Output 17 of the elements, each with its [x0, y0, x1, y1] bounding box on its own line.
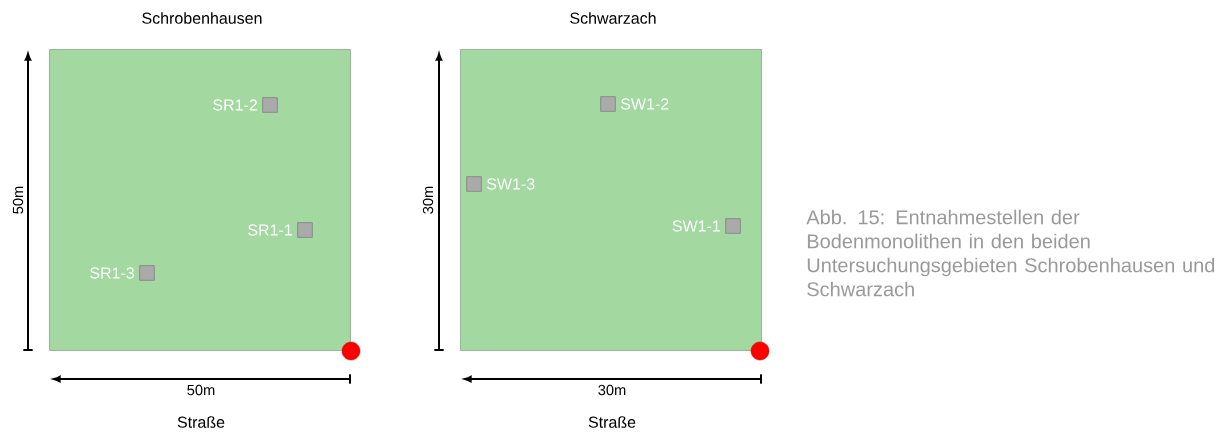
- marker-dot: [750, 341, 770, 361]
- sample-label: SR1-3: [90, 267, 135, 279]
- sample-label: SW1-3: [487, 178, 535, 190]
- sample-label: SR1-1: [248, 224, 292, 236]
- field-heading: Schrobenhausen: [142, 12, 262, 24]
- road-label: Straße: [177, 416, 225, 428]
- sample-label: SR1-2: [213, 99, 257, 111]
- sample-label: SW1-2: [621, 98, 669, 110]
- dimension-label: 50m: [12, 186, 24, 214]
- sample-label: SW1-1: [672, 220, 720, 232]
- dimension-label: 30m: [422, 186, 434, 214]
- road-label: Straße: [588, 416, 636, 428]
- caption: Abb. 15: Entnahmestellen der Bodenmonolithen in den beiden Untersuchungsgebieten Schrobenhausen und Schwarzach: [806, 209, 1215, 297]
- marker-dot: [341, 341, 361, 361]
- dimension-label: 30m: [598, 384, 626, 396]
- field-heading: Schwarzach: [570, 12, 656, 24]
- dimension-label: 50m: [187, 384, 215, 396]
